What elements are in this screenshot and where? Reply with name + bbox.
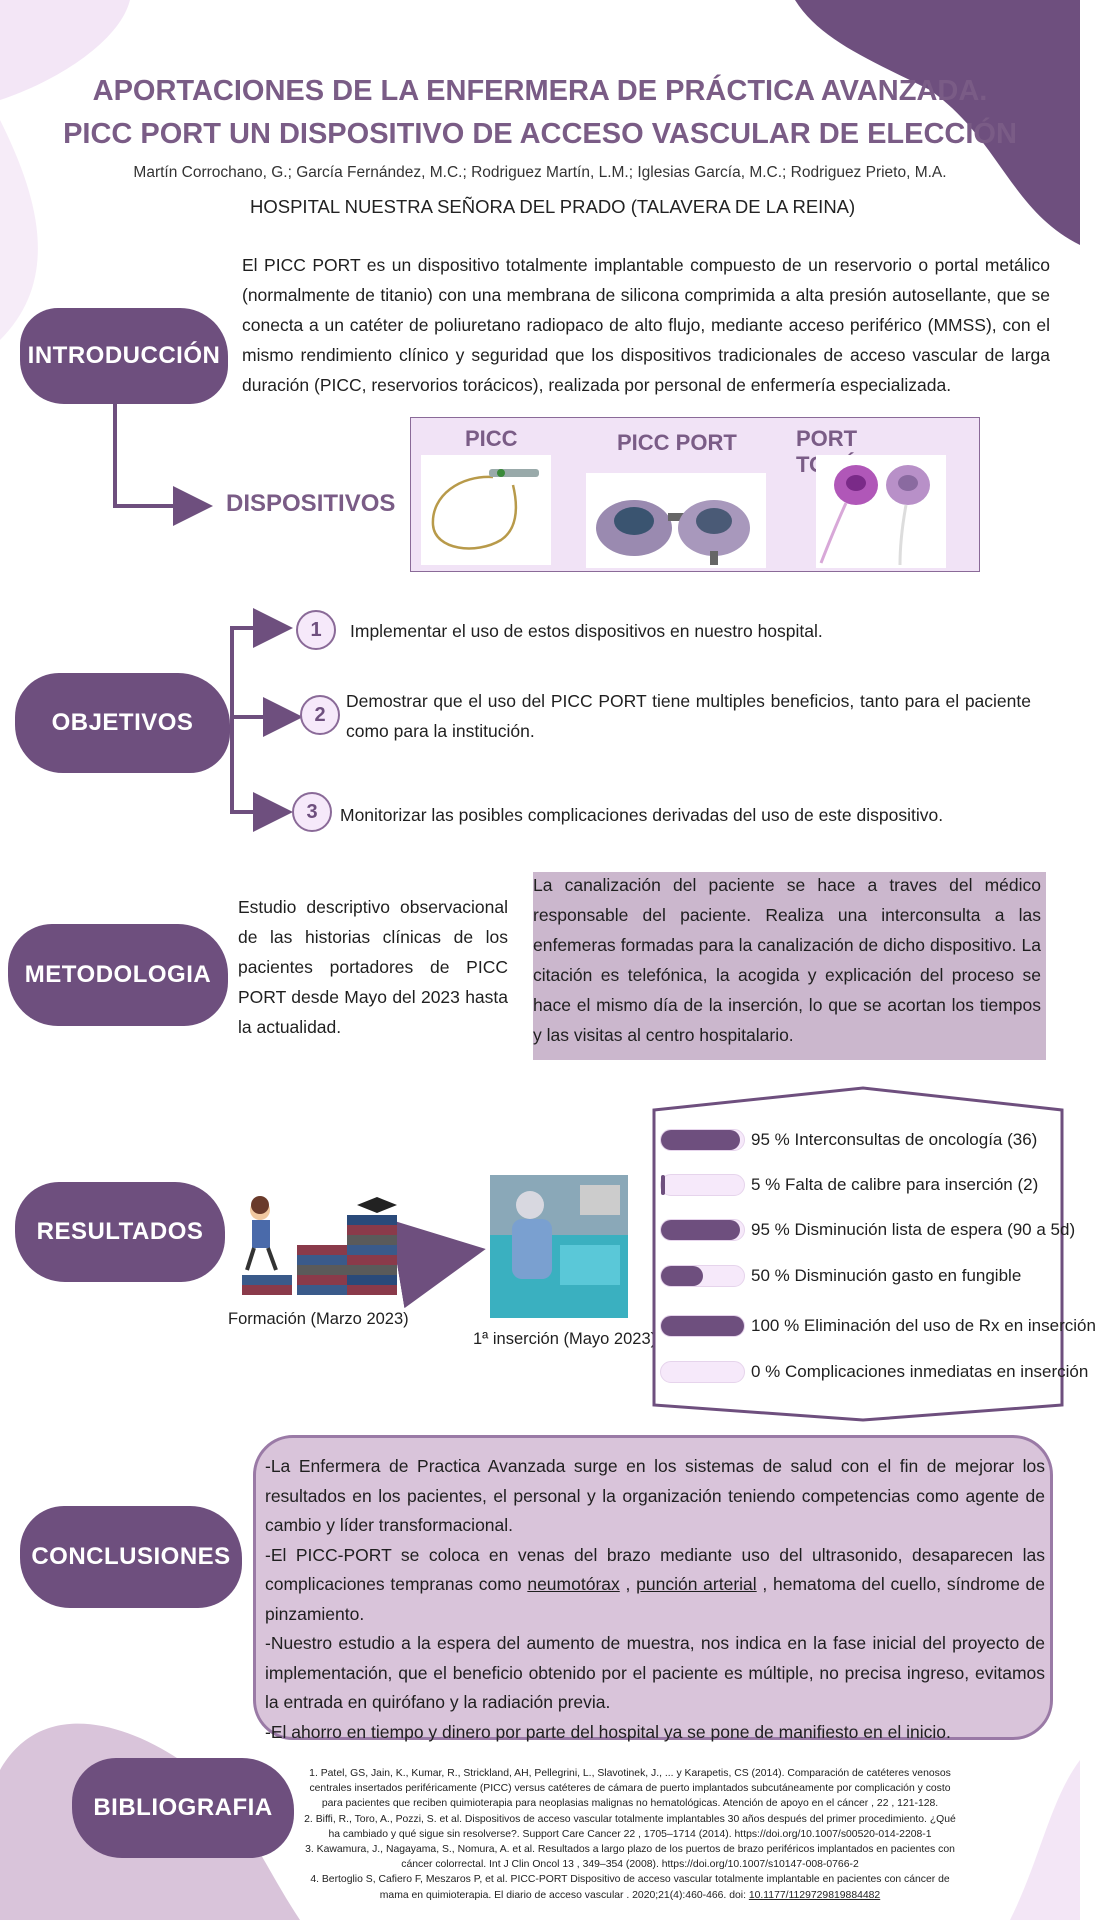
conclusion-2-puncion-arterial: punción arterial xyxy=(636,1574,757,1594)
result-progress-fill xyxy=(661,1220,740,1240)
result-label: 50 % Disminución gasto en fungible xyxy=(751,1266,1022,1285)
objective-text-1: Implementar el uso de estos dispositivos… xyxy=(350,621,823,641)
conclusion-2-neumotorax: neumotórax xyxy=(527,1574,620,1594)
conclusiones-box xyxy=(253,1435,1053,1740)
results-frame xyxy=(652,1086,1064,1422)
result-row: 5 % Falta de calibre para inserción (2) xyxy=(660,1172,1038,1198)
result-progress-bar xyxy=(660,1219,745,1241)
devices-panel: PICC PICC PORT PORT TORÁCICO xyxy=(410,417,980,572)
section-pill-resultados: RESULTADOS xyxy=(15,1182,225,1282)
result-progress-bar xyxy=(660,1265,745,1287)
bib-entry-3: 3. Kawamura, J., Nagayama, S., Nomura, A… xyxy=(305,1844,955,1871)
bib-entry-4-text: 4. Bertoglio S, Cafiero F, Meszaros P, e… xyxy=(310,1874,950,1901)
conclusion-2-part-b: , xyxy=(619,1574,637,1594)
conclusion-paragraph-4: -El ahorro en tiempo y dinero por parte … xyxy=(265,1721,951,1742)
result-progress-fill xyxy=(661,1266,703,1286)
result-row: 95 % Interconsultas de oncología (36) xyxy=(660,1127,1037,1153)
result-progress-bar xyxy=(660,1315,745,1337)
conclusion-paragraph-3: -Nuestro estudio a la espera del aumento… xyxy=(265,1633,1045,1712)
picc-image xyxy=(421,455,551,565)
result-label: 95 % Disminución lista de espera (90 a 5… xyxy=(751,1220,1076,1239)
result-progress-fill xyxy=(661,1175,666,1195)
result-progress-fill xyxy=(661,1130,740,1150)
device-label-picc: PICC xyxy=(465,426,518,451)
poster-title: APORTACIONES DE LA ENFERMERA DE PRÁCTICA… xyxy=(40,70,1040,156)
result-progress-bar xyxy=(660,1361,745,1383)
objective-number-2: 2 xyxy=(300,695,340,735)
conclusion-2-part-c: , hematoma del cuello, síndrome de pinza… xyxy=(265,1574,1046,1624)
formacion-illustration xyxy=(232,1175,410,1305)
title-line-2: PICC PORT UN DISPOSITIVO DE ACCESO VASCU… xyxy=(63,118,1017,150)
caption-formacion: Formación (Marzo 2023) xyxy=(228,1310,409,1328)
section-pill-objetivos: OBJETIVOS xyxy=(15,673,230,773)
result-row: 95 % Disminución lista de espera (90 a 5… xyxy=(660,1217,1075,1243)
result-row: 50 % Disminución gasto en fungible xyxy=(660,1263,1021,1289)
device-label-picc-port: PICC PORT xyxy=(617,430,737,455)
objective-text-2: Demostrar que el uso del PICC PORT tiene… xyxy=(346,691,1031,741)
insercion-photo xyxy=(490,1175,628,1318)
bib-entry-1: 1. Patel, GS, Jain, K., Kumar, R., Stric… xyxy=(309,1768,951,1810)
bib-entry-4: 4. Bertoglio S, Cafiero F, Meszaros P, e… xyxy=(300,1872,960,1902)
bib-entry-4-doi-link[interactable]: 10.1177/1129729819884482 xyxy=(748,1889,881,1901)
objective-number-3: 3 xyxy=(292,792,332,832)
dispositivos-label: DISPOSITIVOS xyxy=(226,490,396,517)
result-label: 5 % Falta de calibre para inserción (2) xyxy=(751,1175,1039,1194)
bibliography-list: 1. Patel, GS, Jain, K., Kumar, R., Stric… xyxy=(300,1766,960,1903)
caption-insercion: 1ª inserción (Mayo 2023) xyxy=(473,1330,657,1348)
conclusion-paragraph-1: -La Enfermera de Practica Avanzada surge… xyxy=(265,1456,1045,1535)
section-pill-introduccion: INTRODUCCIÓN xyxy=(20,308,228,404)
objective-text-3: Monitorizar las posibles complicaciones … xyxy=(340,805,944,825)
metodologia-right-text: La canalización del paciente se hace a t… xyxy=(533,875,1041,1045)
port-toracico-image xyxy=(816,455,946,568)
result-row: 0 % Complicaciones inmediatas en inserci… xyxy=(660,1359,1088,1385)
result-row: 100 % Eliminación del uso de Rx en inser… xyxy=(660,1313,1096,1339)
hospital: HOSPITAL NUESTRA SEÑORA DEL PRADO (TALAV… xyxy=(250,196,856,217)
conclusiones-text: -La Enfermera de Practica Avanzada surge… xyxy=(265,1452,1045,1747)
picc-port-image xyxy=(586,473,766,568)
result-label: 95 % Interconsultas de oncología (36) xyxy=(751,1130,1038,1149)
intro-paragraph: El PICC PORT es un dispositivo totalment… xyxy=(242,255,1050,395)
conclusion-2-part-a: -El PICC-PORT se coloca en venas del bra… xyxy=(265,1544,1045,1595)
objective-number-1: 1 xyxy=(296,610,336,650)
section-pill-conclusiones: CONCLUSIONES xyxy=(20,1506,242,1608)
result-progress-bar xyxy=(660,1129,745,1151)
result-progress-fill xyxy=(661,1316,744,1336)
metodologia-box xyxy=(533,872,1046,1060)
bib-entry-2: 2. Biffi, R., Toro, A., Pozzi, S. et al.… xyxy=(304,1813,956,1840)
title-line-1: APORTACIONES DE LA ENFERMERA DE PRÁCTICA… xyxy=(92,75,988,107)
authors: Martín Corrochano, G.; García Fernández,… xyxy=(133,164,947,181)
conclusion-paragraph-2: -El PICC-PORT se coloca en venas del bra… xyxy=(265,1541,1045,1630)
section-pill-bibliografia: BIBLIOGRAFIA xyxy=(72,1758,294,1858)
result-label: 0 % Complicaciones inmediatas en inserci… xyxy=(751,1362,1089,1381)
metodologia-left-text: Estudio descriptivo observacional de las… xyxy=(238,897,508,1037)
result-label: 100 % Eliminación del uso de Rx en inser… xyxy=(751,1316,1096,1335)
result-progress-bar xyxy=(660,1174,745,1196)
section-pill-metodologia: METODOLOGIA xyxy=(8,924,228,1026)
